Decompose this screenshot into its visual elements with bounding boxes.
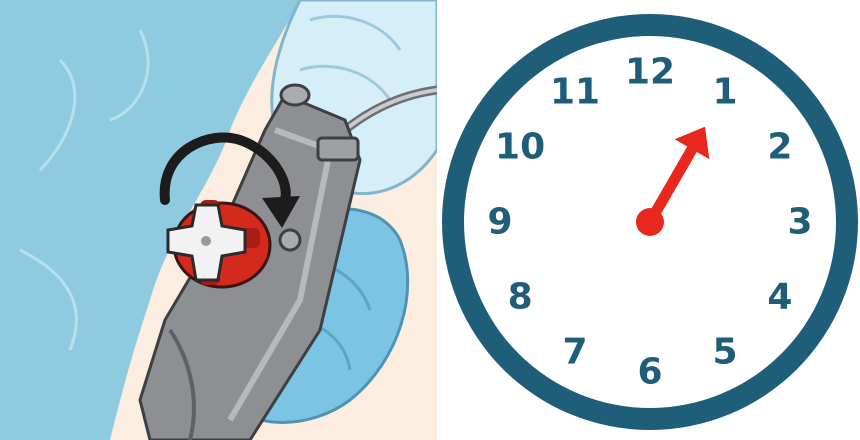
- clock-number-3: 3: [787, 202, 812, 243]
- clock-number-8: 8: [508, 277, 533, 318]
- clock-number-7: 7: [562, 331, 587, 372]
- clock-number-10: 10: [495, 127, 545, 168]
- clock-number-1: 1: [712, 72, 737, 113]
- clock-number-4: 4: [767, 277, 792, 318]
- endoscope-illustration-svg: [0, 0, 437, 440]
- clock-number-5: 5: [712, 331, 737, 372]
- clock-number-2: 2: [767, 127, 792, 168]
- clock-number-9: 9: [487, 202, 512, 243]
- clock-number-12: 12: [625, 52, 675, 93]
- clock-center-pin: [636, 208, 664, 236]
- clock-number-11: 11: [550, 72, 600, 113]
- endoscope-illustration: [0, 0, 437, 440]
- clock-number-6: 6: [637, 352, 662, 393]
